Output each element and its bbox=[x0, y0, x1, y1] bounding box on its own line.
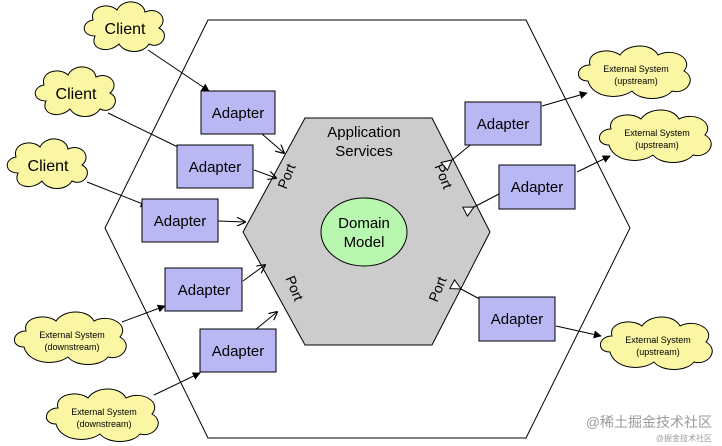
external-system-upstream-cloud: External System (upstream) bbox=[578, 45, 691, 99]
svg-text:Adapter: Adapter bbox=[154, 213, 207, 230]
adapter-box: Adapter bbox=[176, 144, 254, 189]
svg-text:Adapter: Adapter bbox=[178, 282, 231, 299]
svg-text:(upstream): (upstream) bbox=[635, 140, 679, 150]
watermark-subtext: @掘金技术社区 bbox=[656, 433, 712, 443]
domain-model-label-line2: Model bbox=[344, 234, 385, 251]
svg-text:External System: External System bbox=[39, 330, 105, 340]
svg-text:(downstream): (downstream) bbox=[44, 342, 99, 352]
svg-text:Adapter: Adapter bbox=[212, 343, 265, 360]
adapter-box: Adapter bbox=[164, 267, 243, 312]
client-cloud: Client bbox=[6, 138, 88, 189]
client-cloud: Client bbox=[34, 66, 116, 117]
external-system-downstream-cloud: External System (downstream) bbox=[14, 311, 127, 365]
svg-text:External System: External System bbox=[625, 335, 691, 345]
client-cloud: Client bbox=[83, 1, 165, 52]
svg-text:External System: External System bbox=[603, 64, 669, 74]
svg-text:Adapter: Adapter bbox=[212, 105, 265, 122]
application-services-title-line1: Application bbox=[327, 124, 400, 141]
adapter-box: Adapter bbox=[200, 90, 276, 135]
adapter-box: Adapter bbox=[478, 296, 556, 342]
external-system-downstream-cloud: External System (downstream) bbox=[46, 388, 159, 442]
svg-text:Adapter: Adapter bbox=[189, 159, 242, 176]
svg-text:Adapter: Adapter bbox=[477, 116, 530, 133]
svg-text:External System: External System bbox=[71, 407, 137, 417]
client-label: Client bbox=[28, 158, 69, 175]
domain-model-label-line1: Domain bbox=[338, 215, 390, 232]
external-system-upstream-cloud: External System (upstream) bbox=[599, 109, 712, 163]
adapter-box: Adapter bbox=[464, 101, 542, 146]
application-services-title-line2: Services bbox=[335, 143, 393, 160]
adapter-box: Adapter bbox=[141, 198, 219, 243]
svg-text:(upstream): (upstream) bbox=[636, 347, 680, 357]
svg-text:Adapter: Adapter bbox=[491, 311, 544, 328]
svg-text:(upstream): (upstream) bbox=[614, 76, 658, 86]
svg-text:(downstream): (downstream) bbox=[76, 419, 131, 429]
adapter-box: Adapter bbox=[199, 328, 277, 373]
client-label: Client bbox=[105, 21, 146, 38]
adapter-box: Adapter bbox=[498, 164, 576, 210]
domain-model-circle bbox=[320, 197, 408, 267]
svg-text:Adapter: Adapter bbox=[511, 179, 564, 196]
external-system-upstream-cloud: External System (upstream) bbox=[600, 316, 713, 370]
watermark-text: @稀土掘金技术社区 bbox=[586, 414, 712, 430]
svg-text:External System: External System bbox=[624, 128, 690, 138]
client-label: Client bbox=[56, 86, 97, 103]
